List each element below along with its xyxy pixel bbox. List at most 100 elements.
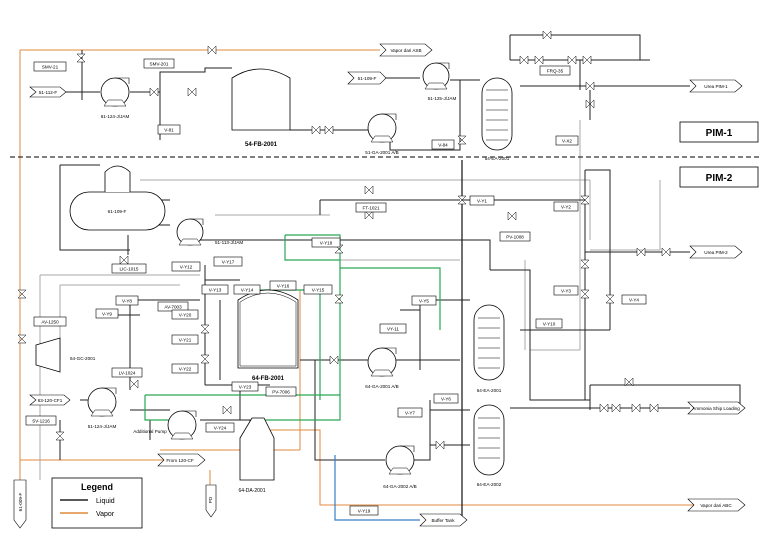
offpage-vapor-abc: Vapor dari ABC xyxy=(687,498,746,512)
svg-text:64-FB-2001: 64-FB-2001 xyxy=(252,376,285,382)
tag-lv1024: LV-1024 xyxy=(111,367,143,378)
offpage-flare: 61-009-F xyxy=(13,479,27,529)
offpage-51-109-f: 51-109-F xyxy=(347,71,387,85)
tag-vy7: V-Y7 xyxy=(397,407,423,418)
svg-text:V-Y16: V-Y16 xyxy=(277,284,290,289)
svg-text:63-120-CF1: 63-120-CF1 xyxy=(38,398,63,403)
legend-vapor-label: Vapor xyxy=(96,511,115,518)
svg-text:64-GA-2001 A/B: 64-GA-2001 A/B xyxy=(365,384,398,389)
tag-av7003: AV-7003 xyxy=(157,301,189,312)
tag-pv1008: PV-1008 xyxy=(499,231,531,242)
svg-text:V-84: V-84 xyxy=(438,143,448,148)
svg-text:V-Y9: V-Y9 xyxy=(102,312,112,317)
svg-text:Urea PIM-1: Urea PIM-1 xyxy=(704,84,728,89)
svg-text:V-Y5: V-Y5 xyxy=(419,299,429,304)
svg-text:V-Y19: V-Y19 xyxy=(358,509,371,514)
legend: Legend Liquid Vapor xyxy=(51,477,143,529)
tag-vy16: V-Y16 xyxy=(269,280,297,291)
offpage-from-120cf: From 120-CF xyxy=(157,453,206,467)
tag-vy2: V-Y2 xyxy=(553,201,579,212)
svg-text:V-Y15: V-Y15 xyxy=(312,288,325,293)
offpage-ammonia-loading: Ammonia Ship Loading xyxy=(687,401,746,415)
svg-text:61-124-J/JAM: 61-124-J/JAM xyxy=(101,114,130,119)
tag-vy23: V-Y23 xyxy=(231,381,259,392)
offpage-urea-pim1: Urea PIM-1 xyxy=(689,79,743,93)
pump-64-ga-2002: 64-GA-2002 A/B xyxy=(383,445,417,489)
svg-text:Vapor dari ASB: Vapor dari ASB xyxy=(390,48,421,53)
exchanger-64-ea-2002: 64-EA-2002 xyxy=(473,404,505,487)
svg-text:LIC-1015: LIC-1015 xyxy=(120,267,139,272)
svg-text:PIM-2: PIM-2 xyxy=(706,173,733,184)
svg-text:64-EA-2001: 64-EA-2001 xyxy=(477,388,502,393)
tag-vy4: V-Y4 xyxy=(621,294,647,305)
svg-text:Additional Pump: Additional Pump xyxy=(133,429,167,434)
svg-text:VY-11: VY-11 xyxy=(387,327,399,332)
tag-vy6: V-Y6 xyxy=(433,393,459,404)
tank-54-fb-2001: 54-FB-2001 xyxy=(231,68,291,148)
blue-lines xyxy=(334,455,420,521)
svg-text:V-Y1: V-Y1 xyxy=(477,199,487,204)
tag-vy1: V-Y1 xyxy=(469,195,495,206)
svg-text:V-Y2: V-Y2 xyxy=(561,205,571,210)
svg-text:PV-1008: PV-1008 xyxy=(506,235,524,240)
svg-text:PD: PD xyxy=(208,496,213,503)
exchanger-54-ea-2001: 54-EA-2001 xyxy=(481,77,513,161)
pump-51-ga-2001: 51-GA-2001 A/B xyxy=(365,113,399,155)
svg-text:V-Y6: V-Y6 xyxy=(441,397,451,402)
pump-51-125: 51-125-J/JAM xyxy=(422,62,457,101)
svg-text:Buffer Tank: Buffer Tank xyxy=(431,518,455,523)
tag-vy18: V-Y18 xyxy=(311,237,341,248)
svg-text:V-Y14: V-Y14 xyxy=(241,288,254,293)
svg-text:From 120-CF: From 120-CF xyxy=(166,458,194,463)
offpage-urea-pim2: Urea PIM-2 xyxy=(689,245,743,259)
svg-text:V-Y13: V-Y13 xyxy=(209,288,222,293)
tag-smv21: SMV-21 xyxy=(33,61,67,72)
svg-text:Vapor dari ABC: Vapor dari ABC xyxy=(700,503,732,508)
svg-text:FRQ-35: FRQ-35 xyxy=(547,69,564,74)
svg-text:V-Y8: V-Y8 xyxy=(122,299,132,304)
svg-text:64-GC-2001: 64-GC-2001 xyxy=(70,356,96,361)
svg-text:V-Y4: V-Y4 xyxy=(629,298,639,303)
valve-symbols xyxy=(17,30,671,450)
svg-text:SV-1216: SV-1216 xyxy=(32,419,50,424)
svg-text:PIM-1: PIM-1 xyxy=(706,128,733,139)
tag-sv1216: SV-1216 xyxy=(25,415,57,426)
compressor-64-gc-2001: 64-GC-2001 xyxy=(35,337,96,373)
svg-text:51-GA-2001 A/B: 51-GA-2001 A/B xyxy=(365,150,398,155)
svg-text:51-125-J/JAM: 51-125-J/JAM xyxy=(428,96,457,101)
tag-vy22: V-Y22 xyxy=(171,363,199,374)
svg-text:V-Y22: V-Y22 xyxy=(179,367,192,372)
svg-text:V-81: V-81 xyxy=(164,128,174,133)
svg-text:FT-1021: FT-1021 xyxy=(362,206,380,211)
svg-text:54-FB-2001: 54-FB-2001 xyxy=(245,142,278,148)
tag-vy8: V-Y8 xyxy=(115,295,139,306)
tag-vy15: V-Y15 xyxy=(303,284,333,295)
svg-text:V-Y3: V-Y3 xyxy=(561,289,571,294)
svg-text:V-Y20: V-Y20 xyxy=(179,313,192,318)
svg-text:Urea PIM-2: Urea PIM-2 xyxy=(704,250,728,255)
svg-text:61-109-F: 61-109-F xyxy=(108,209,127,214)
pump-64-ga-2001: 64-GA-2001 A/B xyxy=(365,347,399,389)
tag-vx2: V-X2 xyxy=(555,135,579,146)
svg-text:V-Y7: V-Y7 xyxy=(405,411,415,416)
pump-51-113: 51-113-J/JAM xyxy=(176,218,243,246)
svg-text:64-GA-2002 A/B: 64-GA-2002 A/B xyxy=(383,484,416,489)
offpage-buffer-tank: Buffer Tank xyxy=(419,513,468,527)
svg-text:V-Y24: V-Y24 xyxy=(214,426,227,431)
tag-vy10: V-Y10 xyxy=(535,318,563,329)
tag-vy20: V-Y20 xyxy=(171,309,199,320)
tag-vy24: V-Y24 xyxy=(205,422,235,433)
svg-text:51-124-J/JAM: 51-124-J/JAM xyxy=(88,424,117,429)
tag-pv7006: PV-7006 xyxy=(265,386,297,397)
tag-vy14: V-Y14 xyxy=(233,284,261,295)
svg-text:61-009-F: 61-009-F xyxy=(18,492,23,511)
offpage-pd: PD xyxy=(205,484,217,518)
svg-text:V-Y21: V-Y21 xyxy=(179,338,192,343)
svg-text:Ammonia Ship Loading: Ammonia Ship Loading xyxy=(692,406,740,411)
svg-text:SMV-201: SMV-201 xyxy=(150,62,169,67)
tag-vy12: V-Y12 xyxy=(171,261,201,272)
pump-61-124: 61-124-J/JAM xyxy=(100,77,130,119)
tag-vy11: VY-11 xyxy=(379,323,407,334)
exchanger-64-ea-2001: 64-EA-2001 xyxy=(473,304,505,393)
